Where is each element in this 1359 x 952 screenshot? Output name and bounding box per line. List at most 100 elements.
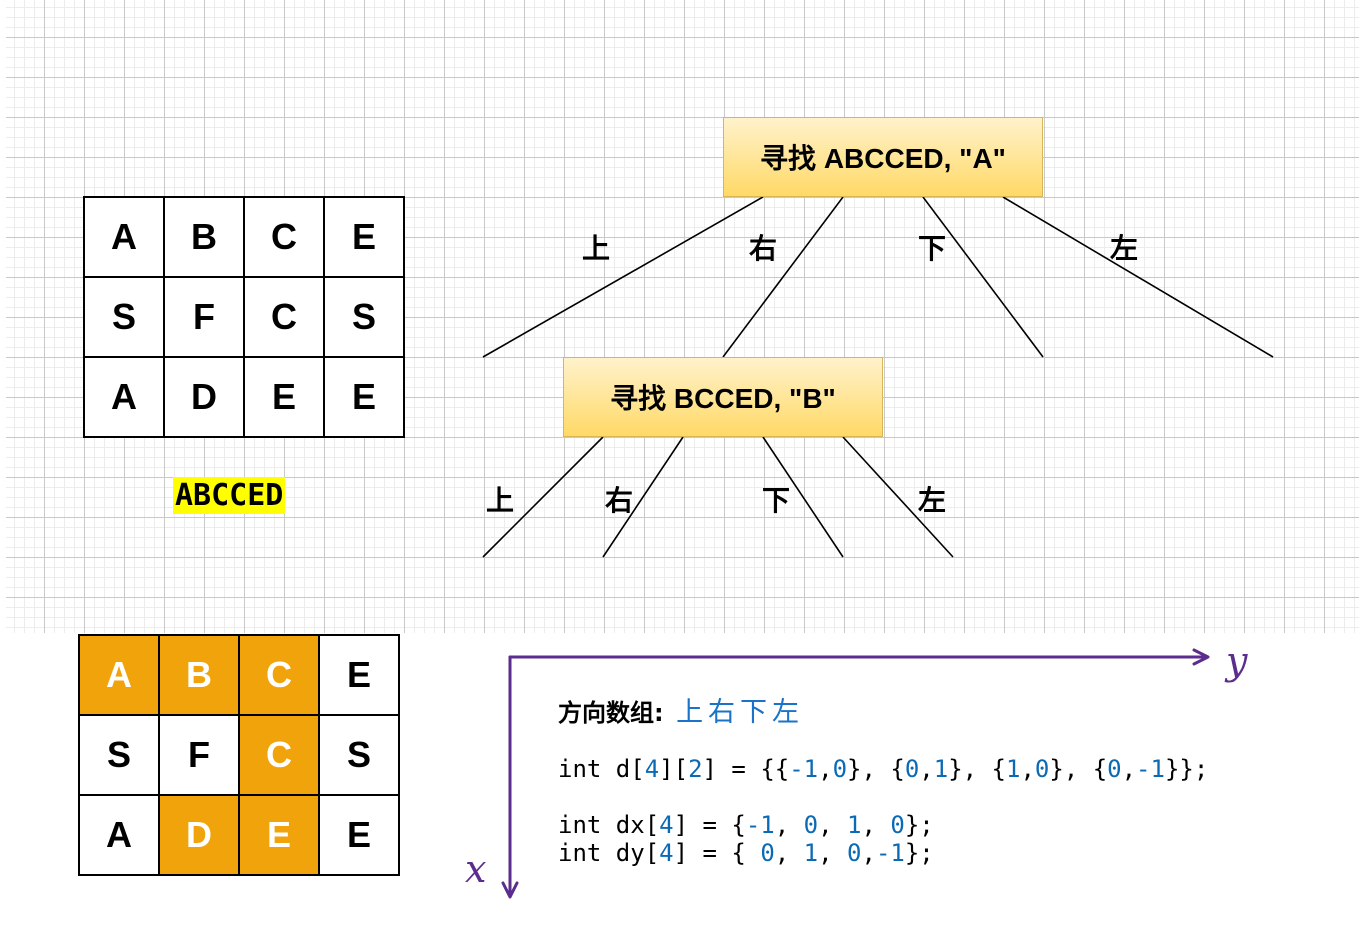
grid-cell: F <box>160 716 240 796</box>
code-number: -1 <box>745 811 775 839</box>
grid-paper-background <box>6 0 1359 633</box>
grid-cell: F <box>165 278 245 358</box>
tree-edge <box>722 196 844 358</box>
edge-label-left: 左 <box>918 484 947 517</box>
code-text: ] = {{ <box>702 755 790 783</box>
code-text: , <box>861 811 891 839</box>
code-text: , <box>1020 755 1035 783</box>
grid-cell: A <box>80 796 160 876</box>
code-text: }, { <box>1049 755 1108 783</box>
tree-node-root: 寻找 ABCCED, "A" <box>723 117 1043 197</box>
code-text: , <box>818 811 848 839</box>
letter-grid-path: A B C E S F C S A D E E <box>78 634 400 876</box>
grid-cell: E <box>245 358 325 438</box>
code-text: , <box>919 755 934 783</box>
tree-edge <box>482 436 604 558</box>
edge-label-down: 下 <box>762 484 791 517</box>
grid-cell: A <box>85 358 165 438</box>
code-number: 1 <box>933 755 949 783</box>
x-axis-arrowhead <box>501 881 519 899</box>
edge-label-down: 下 <box>918 232 947 265</box>
code-number: 0 <box>904 755 920 783</box>
code-text: , <box>818 839 848 867</box>
grid-cell: C <box>245 198 325 278</box>
grid-cell: C <box>245 278 325 358</box>
code-text: , <box>1121 755 1137 783</box>
code-text: }}; <box>1164 755 1209 783</box>
grid-cell: E <box>320 796 400 876</box>
grid-cell: E <box>320 636 400 716</box>
grid-cell: B <box>165 198 245 278</box>
code-line-dx: int dx[4] = {-1, 0, 1, 0}; <box>558 811 934 839</box>
edge-label-up: 上 <box>582 232 611 265</box>
code-line-d: int d[4][2] = {{-1,0}, {0,1}, {1,0}, {0,… <box>558 755 1208 783</box>
grid-cell: E <box>325 198 405 278</box>
tree-edge <box>482 196 764 358</box>
edge-label-right: 右 <box>605 484 634 517</box>
grid-cell: A <box>80 636 160 716</box>
code-text: }, { <box>847 755 905 783</box>
code-text: }, { <box>948 755 1006 783</box>
tree-edge <box>922 196 1044 358</box>
grid-cell: D <box>160 796 240 876</box>
code-text: , <box>861 839 876 867</box>
code-line-dy: int dy[4] = { 0, 1, 0,-1}; <box>558 839 934 867</box>
code-text: , <box>818 755 833 783</box>
tree-node-label: 寻找 ABCCED, "A" <box>760 143 1006 174</box>
code-number: 4 <box>644 755 660 783</box>
code-text: ][ <box>659 755 689 783</box>
code-number: -1 <box>789 755 819 783</box>
code-text: ] = { <box>673 839 761 867</box>
grid-cell: C <box>240 636 320 716</box>
tree-node-child: 寻找 BCCED, "B" <box>563 357 883 437</box>
code-number: -1 <box>875 839 905 867</box>
y-axis-label: y <box>1226 639 1248 683</box>
code-text: , <box>774 811 804 839</box>
x-axis-label: x <box>465 847 487 891</box>
code-number: 4 <box>659 839 674 867</box>
code-text: int dx[ <box>558 811 660 839</box>
tree-edge <box>842 436 954 558</box>
code-number: 4 <box>659 811 674 839</box>
grid-cell: A <box>85 198 165 278</box>
grid-cell: B <box>160 636 240 716</box>
code-number: 0 <box>1107 755 1122 783</box>
direction-heading-label: 方向数组: <box>558 699 664 727</box>
code-number: 0 <box>890 811 905 839</box>
edge-label-left: 左 <box>1110 232 1139 265</box>
code-text: ] = { <box>673 811 746 839</box>
grid-cell: S <box>320 716 400 796</box>
grid-cell: D <box>165 358 245 438</box>
edge-label-right: 右 <box>749 232 778 265</box>
code-number: -1 <box>1136 755 1165 783</box>
grid-cell: S <box>85 278 165 358</box>
code-text: }; <box>904 839 934 867</box>
code-number: 1 <box>1005 755 1021 783</box>
letter-grid-top: A B C E S F C S A D E E <box>83 196 405 438</box>
code-number: 0 <box>1034 755 1050 783</box>
tree-edge <box>762 436 844 558</box>
grid-cell: E <box>240 796 320 876</box>
code-number: 0 <box>760 839 775 867</box>
edge-label-up: 上 <box>486 484 515 517</box>
y-axis-arrowhead <box>1192 648 1210 666</box>
tree-node-label: 寻找 BCCED, "B" <box>610 383 836 414</box>
code-number: 1 <box>803 839 819 867</box>
tree-edge <box>602 436 684 558</box>
code-number: 2 <box>688 755 703 783</box>
code-number: 0 <box>832 755 848 783</box>
code-text: , <box>774 839 804 867</box>
code-text: int d[ <box>558 755 645 783</box>
grid-cell: E <box>325 358 405 438</box>
grid-cell: S <box>80 716 160 796</box>
direction-order: 上右下左 <box>676 697 805 728</box>
code-number: 0 <box>803 811 819 839</box>
code-number: 1 <box>847 811 862 839</box>
tree-edge <box>1002 196 1274 358</box>
code-text: int dy[ <box>558 839 660 867</box>
target-word: ABCCED <box>173 477 286 514</box>
grid-cell: S <box>325 278 405 358</box>
grid-cell: C <box>240 716 320 796</box>
